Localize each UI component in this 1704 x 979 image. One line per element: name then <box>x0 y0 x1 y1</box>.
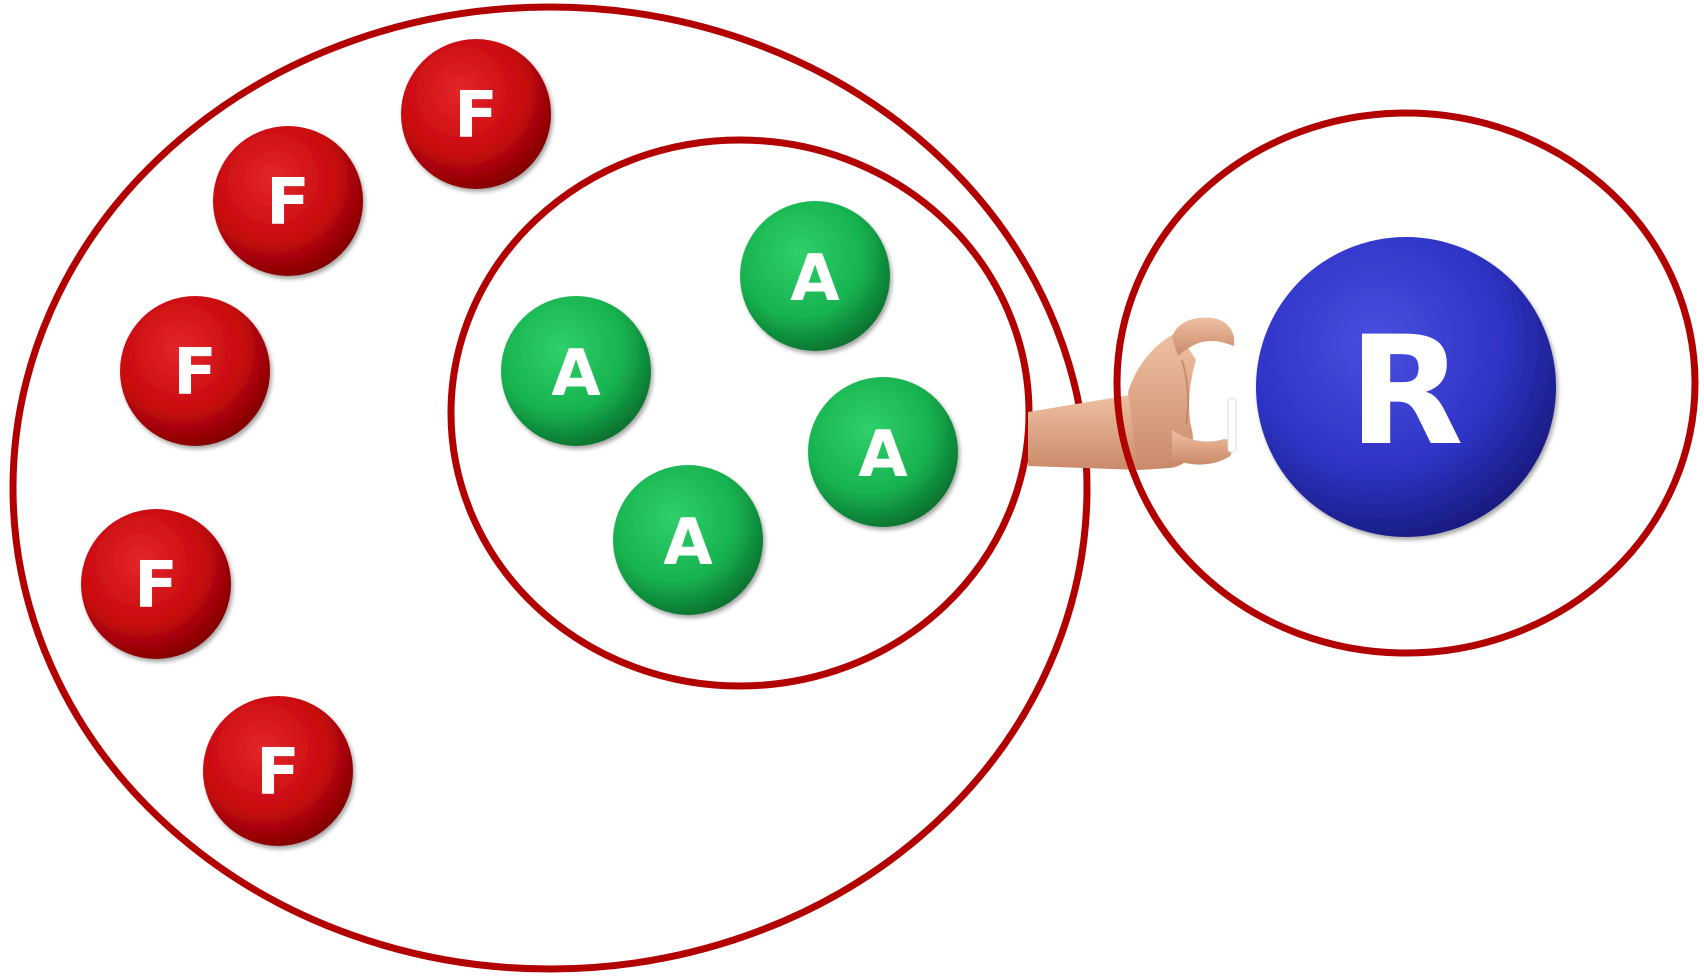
ball-a2-label: A <box>551 337 601 411</box>
ball-a2: A <box>501 296 651 446</box>
ball-f3-label: F <box>173 336 217 410</box>
ball-r-label: R <box>1348 305 1464 479</box>
ball-f3: F <box>120 296 270 446</box>
ball-f4: F <box>81 509 231 659</box>
ball-f4-label: F <box>134 549 178 623</box>
ball-r: R <box>1256 237 1556 537</box>
ball-f5: F <box>203 696 353 846</box>
ball-f5-label: F <box>256 736 300 810</box>
ball-a4-label: A <box>663 506 713 580</box>
ball-a3: A <box>808 377 958 527</box>
ball-f1: F <box>401 39 551 189</box>
ball-a4: A <box>613 465 763 615</box>
ball-f2: F <box>213 126 363 276</box>
ball-a1: A <box>740 201 890 351</box>
ball-f1-label: F <box>454 79 498 153</box>
ball-a1-label: A <box>790 242 840 316</box>
outer-set-ring <box>9 3 1091 973</box>
ball-f2-label: F <box>266 166 310 240</box>
ball-a3-label: A <box>858 418 908 492</box>
right-set-ring <box>1113 109 1699 657</box>
hand-pinch-icon <box>1028 317 1237 470</box>
